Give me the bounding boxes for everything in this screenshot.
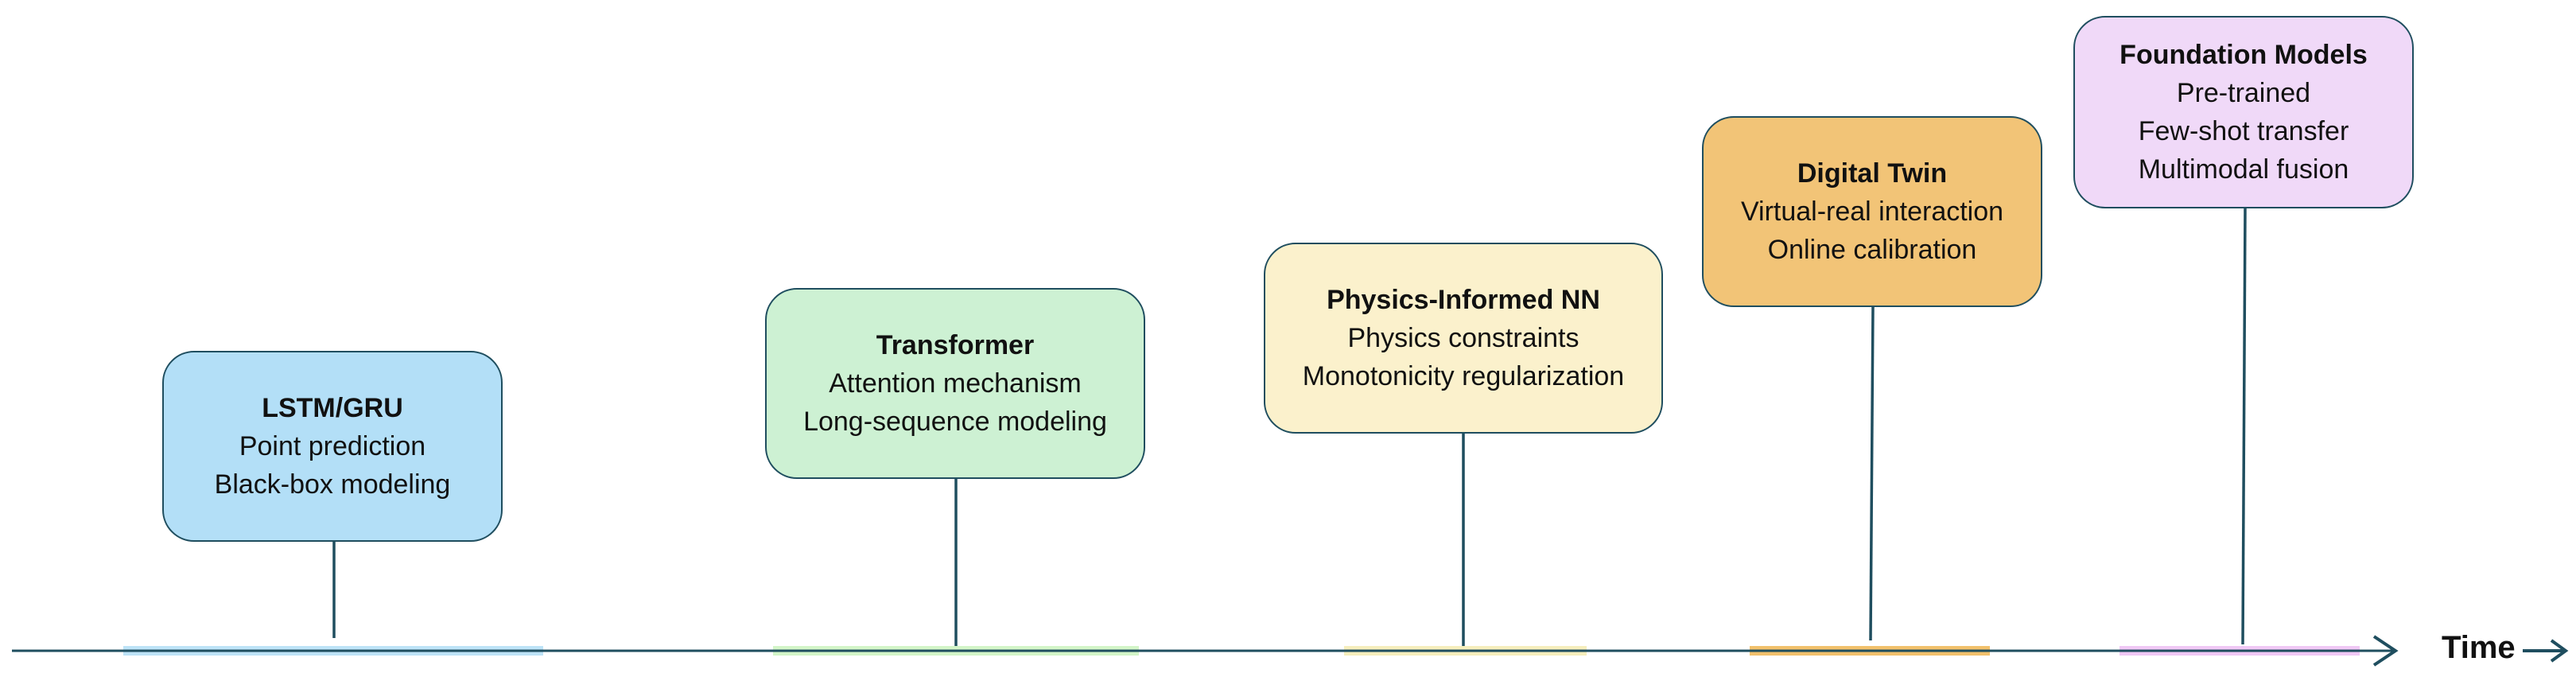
stage-line: Point prediction bbox=[239, 431, 426, 461]
stage-title: Transformer bbox=[876, 330, 1035, 360]
stage-connector-digital-twin bbox=[1869, 305, 1875, 641]
stage-box-lstm-gru: LSTM/GRU Point prediction Black-box mode… bbox=[162, 351, 503, 542]
stage-title: Physics-Informed NN bbox=[1327, 285, 1600, 315]
stage-line: Monotonicity regularization bbox=[1302, 361, 1625, 391]
stage-line: Multimodal fusion bbox=[2138, 154, 2349, 185]
stage-box-physics-informed-nn: Physics-Informed NN Physics constraints … bbox=[1264, 243, 1663, 434]
stage-box-digital-twin: Digital Twin Virtual-real interaction On… bbox=[1702, 116, 2042, 307]
stage-line: Black-box modeling bbox=[214, 469, 451, 500]
stage-box-foundation-models: Foundation Models Pre-trained Few-shot t… bbox=[2073, 16, 2414, 208]
stage-line: Attention mechanism bbox=[829, 368, 1082, 399]
stage-box-transformer: Transformer Attention mechanism Long-seq… bbox=[765, 288, 1145, 479]
stage-line: Virtual-real interaction bbox=[1740, 197, 2004, 227]
time-label-arrowhead bbox=[2550, 639, 2569, 663]
stage-line: Physics constraints bbox=[1347, 323, 1579, 353]
time-axis-label: Time bbox=[2442, 630, 2516, 665]
stage-title: LSTM/GRU bbox=[262, 393, 403, 423]
stage-line: Few-shot transfer bbox=[2138, 116, 2349, 146]
stage-title: Digital Twin bbox=[1797, 158, 1948, 189]
stage-line: Long-sequence modeling bbox=[803, 407, 1107, 437]
time-axis-arrowhead bbox=[2372, 635, 2399, 667]
stage-line: Online calibration bbox=[1767, 235, 1977, 265]
stage-title: Foundation Models bbox=[2119, 40, 2368, 70]
stage-connector-foundation-models bbox=[2241, 207, 2247, 645]
stage-line: Pre-trained bbox=[2176, 78, 2311, 108]
